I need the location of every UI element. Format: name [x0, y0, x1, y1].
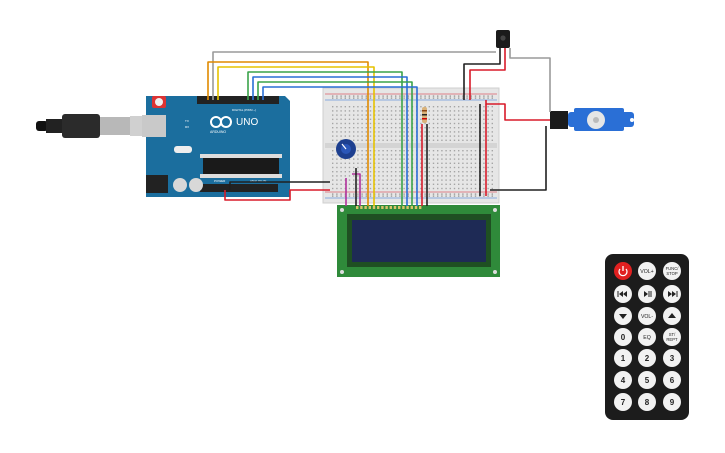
remote-button-label: 1 [621, 354, 626, 363]
remote-button-label: 0 [621, 333, 626, 342]
remote-button-label: 2 [645, 354, 650, 363]
remote-button-label: VOL- [641, 314, 653, 320]
wire [469, 48, 506, 100]
remote-button-label: 4 [621, 376, 626, 385]
wire [509, 48, 551, 112]
rewind-button[interactable] [614, 285, 632, 303]
remote-button-vol[interactable]: VOL- [638, 307, 656, 325]
usb-cable [36, 114, 144, 138]
wire [252, 76, 408, 206]
wire [229, 181, 330, 190]
remote-button-eq[interactable]: EQ [638, 328, 656, 346]
remote-button-3[interactable]: 3 [663, 349, 681, 367]
remote-button-4[interactable]: 4 [614, 371, 632, 389]
tx-label: TX [185, 119, 189, 123]
rewind-icon [617, 291, 627, 297]
remote-button-1[interactable]: 1 [614, 349, 632, 367]
remote-button-label: 3 [670, 354, 675, 363]
remote-button-strept[interactable]: ST/REPT [663, 328, 681, 346]
capacitor [189, 178, 203, 192]
wire [485, 100, 550, 121]
remote-button-label: VOL+ [640, 269, 653, 275]
down-arrow-button[interactable] [614, 307, 632, 325]
down-arrow-icon [619, 314, 627, 319]
remote-button-6[interactable]: 6 [663, 371, 681, 389]
power-button[interactable] [614, 262, 632, 280]
remote-button-label: 6 [670, 376, 675, 385]
up-arrow-button[interactable] [663, 307, 681, 325]
remote-button-9[interactable]: 9 [663, 393, 681, 411]
power-icon [618, 266, 628, 277]
wire [257, 81, 413, 206]
play-pause-button[interactable] [638, 285, 656, 303]
digital-header [197, 96, 279, 104]
wire [352, 173, 361, 206]
remote-button-label: 8 [645, 398, 650, 407]
remote-button-label: REPT [666, 337, 678, 342]
rx-label: RX [185, 125, 189, 129]
remote-button-7[interactable]: 7 [614, 393, 632, 411]
power-jack [146, 175, 168, 193]
remote-button-vol[interactable]: VOL+ [638, 262, 656, 280]
potentiometer[interactable] [336, 139, 356, 159]
remote-button-label: FUNC/ [666, 266, 680, 271]
remote-button-8[interactable]: 8 [638, 393, 656, 411]
remote-button-label: 5 [645, 376, 650, 385]
ir-receiver[interactable] [496, 30, 510, 48]
atmega-chip [203, 158, 279, 174]
wire [490, 126, 547, 191]
wire [217, 66, 375, 206]
wire [247, 71, 403, 206]
remote-button-5[interactable]: 5 [638, 371, 656, 389]
uno-logo-text: UNO [236, 117, 258, 128]
power-label: POWER [214, 179, 226, 183]
servo-motor[interactable] [550, 108, 634, 131]
wires [207, 48, 551, 206]
wire [224, 189, 330, 201]
wire [262, 86, 418, 206]
up-arrow-icon [668, 313, 676, 318]
usb-port [142, 115, 166, 137]
lcd-screen [352, 220, 486, 262]
lcd-16x2-display[interactable] [337, 205, 500, 277]
remote-button-label: EQ [643, 335, 651, 341]
wire [212, 51, 496, 100]
arduino-brand-text: ARDUINO [210, 130, 226, 134]
remote-button-label: 7 [621, 398, 626, 407]
digital-label: DIGITAL (PWM ~) [232, 108, 256, 112]
resistor [422, 107, 427, 123]
remote-button-label: ST/ [669, 332, 676, 337]
remote-button-funcstop[interactable]: FUNC/STOP [663, 262, 681, 280]
arduino-logo-icon [210, 116, 232, 128]
fast-forward-icon [668, 291, 678, 297]
remote-button-label: 9 [670, 398, 675, 407]
fast-forward-button[interactable] [663, 285, 681, 303]
analog-header [200, 184, 278, 192]
capacitor [173, 178, 187, 192]
analog-label: ANALOG IN [250, 179, 266, 183]
remote-button-label: STOP [666, 271, 678, 276]
remote-button-0[interactable]: 0 [614, 328, 632, 346]
remote-button-2[interactable]: 2 [638, 349, 656, 367]
wire [463, 48, 501, 100]
ir-remote[interactable]: VOL+ FUNC/STOP VOL- 0 EQ ST/REPT 1 2 3 4 5 6 7 8 9 [605, 254, 689, 420]
wire [207, 61, 369, 206]
play-pause-icon [644, 291, 652, 297]
arduino-uno-board[interactable]: UNO ARDUINO DIGITAL (PWM ~) POWER ANALOG… [142, 96, 290, 197]
